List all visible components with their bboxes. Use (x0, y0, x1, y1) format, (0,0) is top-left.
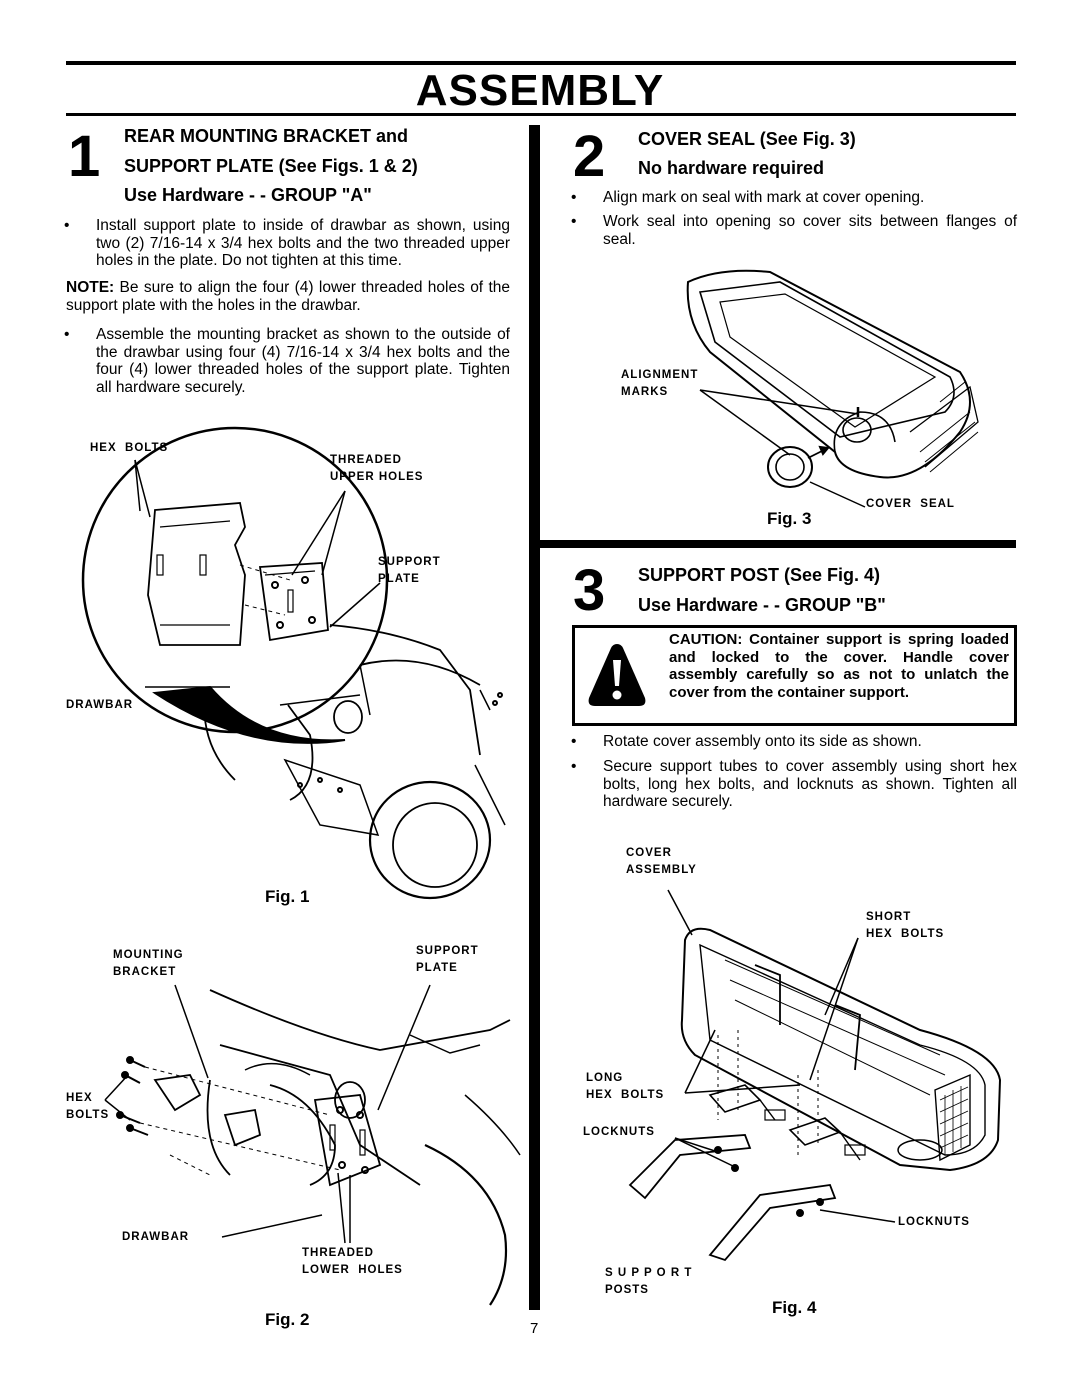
fig4-label-short-hex-bolts: SHORT HEX BOLTS (866, 911, 945, 940)
step-1-number: 1 (68, 124, 101, 189)
step-2-heading-line1: COVER SEAL (See Fig. 3) (638, 129, 856, 149)
fig3-caption: Fig. 3 (767, 509, 812, 528)
fig4-label-locknuts-left: LOCKNUTS (583, 1126, 655, 1138)
fig1-illustration (81, 426, 506, 900)
step-1-heading-line3: Use Hardware - - GROUP "A" (124, 185, 372, 205)
title-top-rule (66, 61, 1016, 65)
fig2-caption: Fig. 2 (265, 1310, 310, 1329)
caution-text: CAUTION: Container support is spring loa… (669, 631, 1009, 701)
step-3-bullet-1: • Rotate cover assembly onto its side as… (571, 733, 922, 750)
fig3-label-cover-seal: COVER SEAL (866, 498, 955, 510)
fig1-label-threaded-upper-holes: THREADED UPPER HOLES (330, 454, 424, 483)
step-3-number: 3 (573, 558, 606, 623)
fig4-label-locknuts-right: LOCKNUTS (898, 1216, 970, 1228)
step-1-heading-line1: REAR MOUNTING BRACKET and (124, 126, 408, 146)
section-divider (540, 540, 1016, 548)
step-3-heading-line1: SUPPORT POST (See Fig. 4) (638, 565, 881, 585)
note-label: NOTE: (66, 279, 115, 296)
fig4-caption: Fig. 4 (772, 1298, 817, 1317)
fig1-caption: Fig. 1 (265, 887, 310, 906)
fig4-label-cover-assembly: COVER ASSEMBLY (626, 847, 697, 876)
fig4-label-support-posts: S U P P O R T POSTS (605, 1267, 693, 1296)
fig2-label-drawbar: DRAWBAR (122, 1231, 190, 1243)
page-number: 7 (530, 1320, 539, 1337)
fig2-label-threaded-lower-holes: THREADED LOWER HOLES (302, 1247, 403, 1276)
step-1-bullet-2: • Assemble the mounting bracket as shown… (64, 326, 510, 396)
caution-box: CAUTION: Container support is spring loa… (572, 625, 1017, 726)
fig4-illustration (628, 889, 1002, 1262)
step-2-number: 2 (573, 124, 606, 189)
fig3-illustration (686, 269, 979, 508)
step-2-heading-line2: No hardware required (638, 158, 825, 178)
step-2-bullet-1: • Align mark on seal with mark at cover … (571, 189, 925, 206)
step-1-note: NOTE: Be sure to align the four (4) lowe… (66, 279, 510, 314)
column-divider (529, 125, 540, 1310)
fig2-label-mounting-bracket: MOUNTING BRACKET (113, 949, 184, 978)
fig1-label-drawbar: DRAWBAR (66, 699, 134, 711)
note-text: Be sure to align the four (4) lower thre… (66, 279, 510, 314)
fig2-label-support-plate: SUPPORT PLATE (416, 945, 479, 974)
step-3-heading-line2: Use Hardware - - GROUP "B" (638, 595, 886, 615)
title-bottom-rule (66, 113, 1016, 116)
step-2-bullet-2: • Work seal into opening so cover sits b… (571, 213, 1017, 248)
step-3-bullet-2: • Secure support tubes to cover assembly… (571, 758, 1017, 810)
fig4-label-long-hex-bolts: LONG HEX BOLTS (586, 1072, 665, 1101)
fig2-illustration (104, 984, 521, 1306)
step-1-bullet-1: • Install support plate to inside of dra… (64, 217, 510, 269)
warning-icon (588, 644, 646, 706)
step-1-heading-line2: SUPPORT PLATE (See Figs. 1 & 2) (124, 156, 418, 176)
fig2-label-hex-bolts: HEX BOLTS (66, 1092, 110, 1121)
fig3-label-alignment-marks: ALIGNMENT MARKS (621, 369, 699, 398)
page-title: ASSEMBLY (415, 66, 665, 115)
